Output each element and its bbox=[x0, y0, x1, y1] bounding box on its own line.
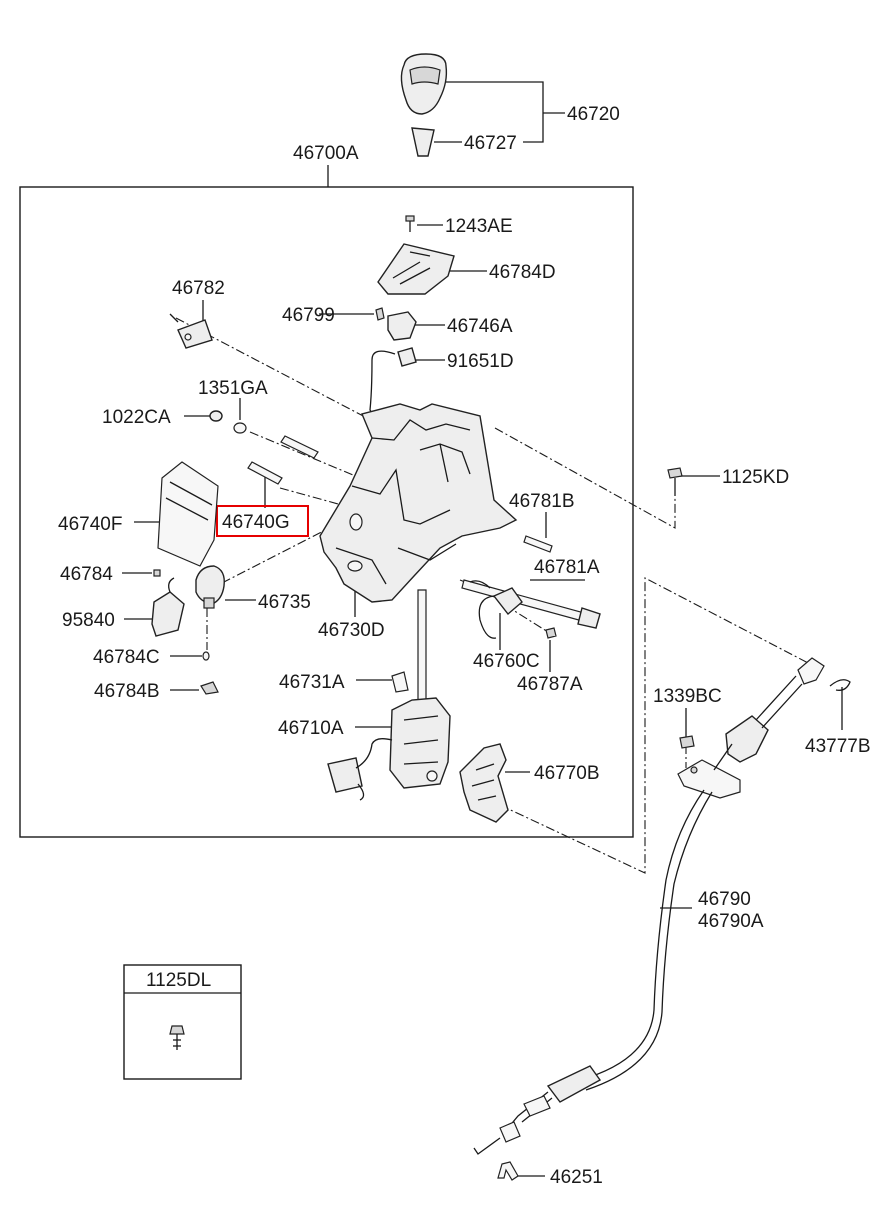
cable-46790 bbox=[473, 657, 825, 1155]
clip-43777b bbox=[829, 679, 851, 691]
label-91651d: 91651D bbox=[447, 351, 514, 372]
pin-46740g bbox=[247, 435, 319, 485]
knob-boot-46727 bbox=[411, 127, 435, 157]
label-1125kd: 1125KD bbox=[722, 467, 789, 488]
switch-46760c bbox=[469, 580, 523, 639]
bracket-46770b bbox=[459, 743, 509, 823]
label-46781b: 46781B bbox=[509, 491, 575, 512]
label-46727: 46727 bbox=[464, 133, 517, 154]
label-46782: 46782 bbox=[172, 278, 225, 299]
label-46784: 46784 bbox=[60, 564, 113, 585]
clip-46784 bbox=[153, 569, 161, 577]
label-1125dl: 1125DL bbox=[146, 970, 211, 991]
label-95840: 95840 bbox=[62, 610, 115, 631]
cover-46740f bbox=[157, 461, 219, 567]
pin-46784c bbox=[202, 651, 210, 661]
label-1022ca: 1022CA bbox=[102, 407, 171, 428]
label-46784b: 46784B bbox=[94, 681, 160, 702]
lamp-91651d bbox=[369, 347, 417, 421]
solenoid-46735 bbox=[195, 565, 225, 609]
bolt-1125dl bbox=[169, 1025, 185, 1050]
label-46781a: 46781A bbox=[534, 557, 600, 578]
bolt-1339bc bbox=[679, 735, 695, 749]
bolt-1125kd bbox=[667, 467, 683, 496]
bracket-46782 bbox=[169, 313, 213, 349]
label-46746a: 46746A bbox=[447, 316, 513, 337]
label-46760c: 46760C bbox=[473, 651, 540, 672]
sensor-95840 bbox=[151, 577, 185, 637]
bolt-46781a bbox=[461, 579, 601, 629]
label-1339bc: 1339BC bbox=[653, 686, 722, 707]
block-46784b bbox=[200, 681, 219, 695]
label-46710a: 46710A bbox=[278, 718, 344, 739]
label-46740f: 46740F bbox=[58, 514, 122, 535]
label-43777b: 43777B bbox=[805, 736, 871, 757]
shift-base-46730d bbox=[319, 403, 518, 603]
label-46251: 46251 bbox=[550, 1167, 603, 1188]
washer-1351ga bbox=[233, 422, 247, 434]
pin-46781b bbox=[523, 535, 553, 553]
label-46700a: 46700A bbox=[293, 143, 359, 164]
label-46784c: 46784C bbox=[93, 647, 160, 668]
label-46720: 46720 bbox=[567, 104, 620, 125]
label-1243ae: 1243AE bbox=[445, 216, 513, 237]
nut-1022ca bbox=[209, 410, 223, 422]
label-46735: 46735 bbox=[258, 592, 311, 613]
part-labels: 46720 46727 46700A 1243AE 46784D 46782 4… bbox=[58, 104, 871, 1188]
clip-46799 bbox=[375, 307, 385, 321]
clip-46251 bbox=[497, 1161, 519, 1181]
label-46787a: 46787A bbox=[517, 674, 583, 695]
label-46799: 46799 bbox=[282, 305, 335, 326]
label-46731a: 46731A bbox=[279, 672, 345, 693]
label-1351ga: 1351GA bbox=[198, 378, 268, 399]
label-46784d: 46784D bbox=[489, 262, 556, 283]
shift-knob-46720 bbox=[400, 53, 448, 115]
inset-box-1125dl bbox=[123, 964, 242, 1080]
label-46770b: 46770B bbox=[534, 763, 600, 784]
screw-46787a bbox=[545, 627, 557, 639]
label-46790a: 46790A bbox=[698, 911, 764, 932]
label-46790: 46790 bbox=[698, 889, 751, 910]
leader-lines bbox=[122, 81, 843, 1177]
switch-46746a bbox=[387, 311, 417, 341]
indicator-plate-46784d bbox=[377, 243, 455, 295]
selector-lever-46710a bbox=[327, 697, 451, 801]
label-46730d: 46730D bbox=[318, 620, 385, 641]
assembly-frame bbox=[19, 186, 634, 838]
label-46740g: 46740G bbox=[222, 512, 290, 533]
lever-46731a bbox=[391, 589, 427, 703]
screw-1243ae bbox=[405, 215, 415, 232]
highlight-box-46740g bbox=[216, 505, 309, 537]
